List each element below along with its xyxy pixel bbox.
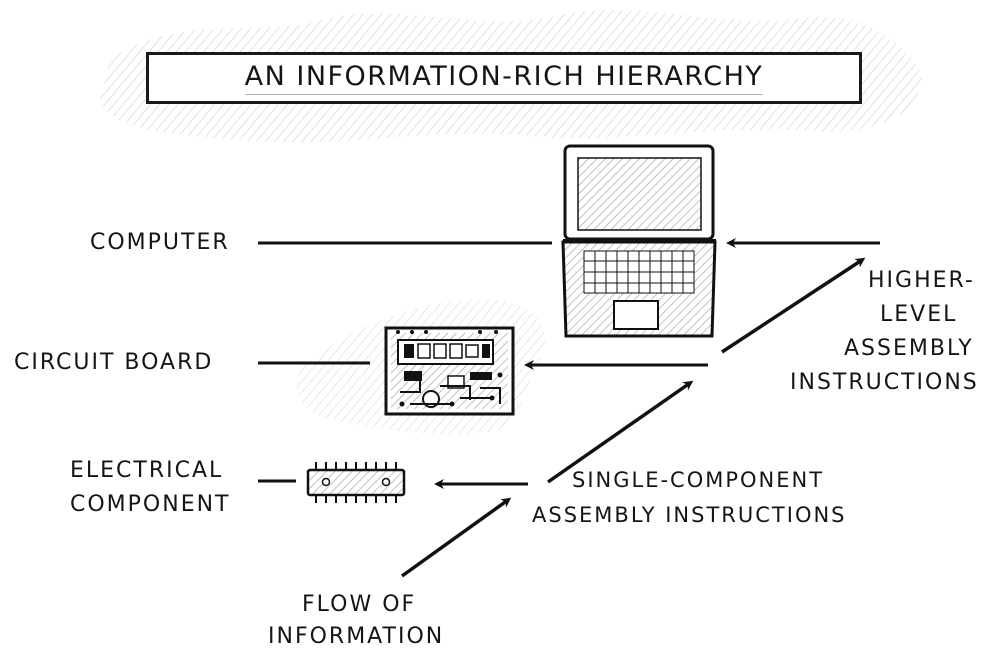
electrical-component-label-line2: COMPONENT bbox=[70, 492, 231, 517]
chip-icon bbox=[306, 462, 406, 503]
higher-level-label-line1: HIGHER- bbox=[868, 268, 975, 293]
flow-label-line2: INFORMATION bbox=[268, 624, 445, 649]
laptop-icon bbox=[561, 144, 717, 338]
flow-label-line1: FLOW OF bbox=[302, 592, 417, 617]
higher-level-label-line2: LEVEL bbox=[880, 302, 958, 327]
single-component-label-line1: SINGLE-COMPONENT bbox=[572, 468, 825, 492]
laptop-trackpad bbox=[613, 300, 659, 330]
single-component-label-line2: ASSEMBLY INSTRUCTIONS bbox=[532, 503, 847, 527]
flow-arrow-lower bbox=[400, 497, 512, 578]
higher-level-label-line3: ASSEMBLY bbox=[844, 336, 974, 361]
flow-arrow-middle bbox=[546, 380, 694, 484]
higher-level-label-line4: INSTRUCTIONS bbox=[790, 370, 979, 395]
electrical-component-label-line1: ELECTRICAL bbox=[70, 458, 224, 483]
diagram-title: AN INFORMATION-RICH HIERARCHY bbox=[244, 61, 764, 95]
laptop-keyboard bbox=[583, 250, 695, 294]
title-box: AN INFORMATION-RICH HIERARCHY bbox=[146, 52, 862, 104]
circuit-board-label: CIRCUIT BOARD bbox=[14, 350, 214, 375]
flow-arrow-upper bbox=[721, 257, 866, 354]
computer-label: COMPUTER bbox=[90, 230, 230, 255]
circuit-board-icon bbox=[384, 326, 515, 416]
